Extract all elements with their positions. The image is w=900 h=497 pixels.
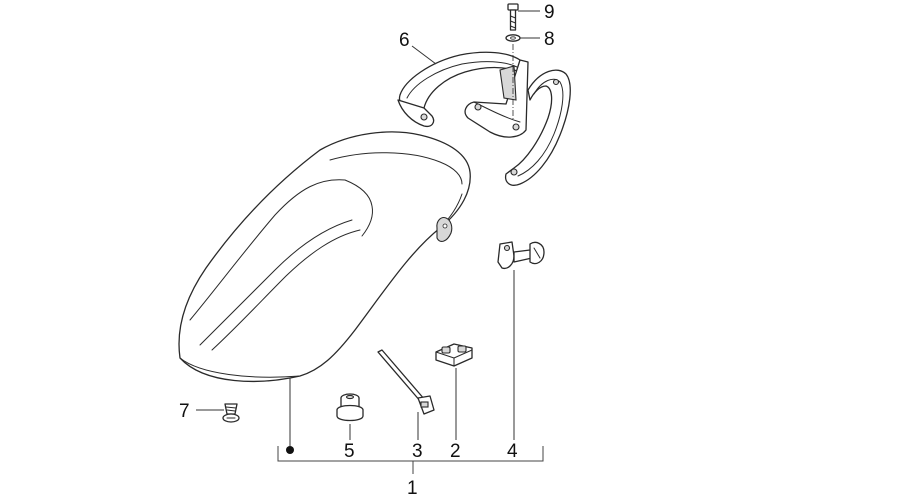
cable-tie (377, 349, 435, 415)
callout-4: 4 (507, 441, 518, 462)
callout-2: 2 (450, 441, 461, 462)
seat-latch (497, 241, 545, 270)
leader-lines (196, 10, 540, 446)
washer (505, 34, 521, 42)
callout-5: 5 (344, 441, 355, 462)
rubber-buffer (336, 393, 364, 422)
seat (178, 131, 471, 382)
seat-reference-dot (286, 446, 294, 454)
handle-bolt (507, 3, 519, 31)
callout-9: 9 (544, 2, 555, 23)
callout-7: 7 (179, 401, 190, 422)
callout-8: 8 (544, 29, 555, 50)
grab-handle (397, 51, 571, 186)
assembly-bracket (277, 446, 544, 474)
screw (222, 403, 240, 423)
callout-6: 6 (399, 30, 410, 51)
lock-bracket (435, 343, 473, 367)
callout-3: 3 (412, 441, 423, 462)
callout-1: 1 (407, 478, 418, 497)
